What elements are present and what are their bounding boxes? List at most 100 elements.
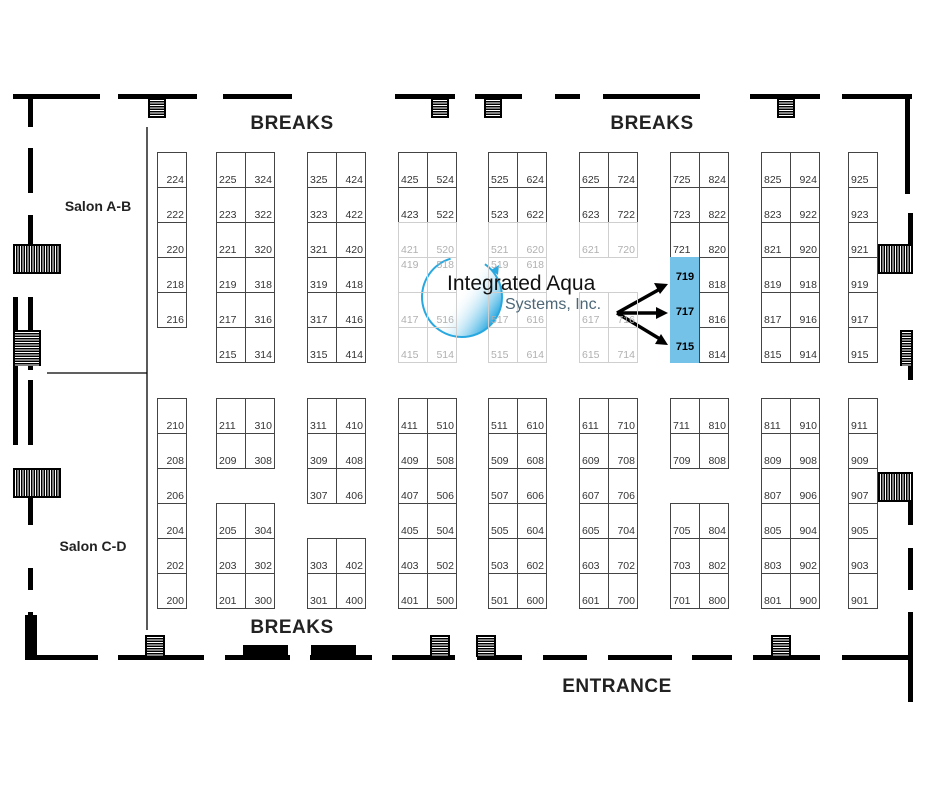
booth-800[interactable]: 800	[699, 573, 729, 609]
booth-211[interactable]: 211	[216, 398, 246, 434]
booth-910[interactable]: 910	[790, 398, 820, 434]
booth-911[interactable]: 911	[848, 398, 878, 434]
booth-705[interactable]: 705	[670, 503, 700, 539]
booth-706[interactable]: 706	[608, 468, 638, 504]
booth-809[interactable]: 809	[761, 433, 791, 469]
booth-725[interactable]: 725	[670, 152, 700, 188]
booth-818[interactable]: 818	[699, 257, 729, 293]
booth-923[interactable]: 923	[848, 187, 878, 223]
booth-510[interactable]: 510	[427, 398, 457, 434]
booth-820[interactable]: 820	[699, 222, 729, 258]
booth-924[interactable]: 924	[790, 152, 820, 188]
booth-400[interactable]: 400	[336, 573, 366, 609]
booth-610[interactable]: 610	[517, 398, 547, 434]
booth-723[interactable]: 723	[670, 187, 700, 223]
booth-815[interactable]: 815	[761, 327, 791, 363]
booth-210[interactable]: 210	[157, 398, 187, 434]
booth-615[interactable]: 615	[579, 327, 609, 363]
booth-524[interactable]: 524	[427, 152, 457, 188]
booth-500[interactable]: 500	[427, 573, 457, 609]
booth-302[interactable]: 302	[245, 538, 275, 574]
booth-415[interactable]: 415	[398, 327, 428, 363]
booth-220[interactable]: 220	[157, 222, 187, 258]
booth-724[interactable]: 724	[608, 152, 638, 188]
booth-906[interactable]: 906	[790, 468, 820, 504]
booth-310[interactable]: 310	[245, 398, 275, 434]
booth-320[interactable]: 320	[245, 222, 275, 258]
booth-603[interactable]: 603	[579, 538, 609, 574]
booth-416[interactable]: 416	[336, 292, 366, 328]
booth-902[interactable]: 902	[790, 538, 820, 574]
booth-709[interactable]: 709	[670, 433, 700, 469]
booth-423[interactable]: 423	[398, 187, 428, 223]
booth-414[interactable]: 414	[336, 327, 366, 363]
booth-722[interactable]: 722	[608, 187, 638, 223]
booth-824[interactable]: 824	[699, 152, 729, 188]
booth-903[interactable]: 903	[848, 538, 878, 574]
booth-907[interactable]: 907	[848, 468, 878, 504]
booth-811[interactable]: 811	[761, 398, 791, 434]
booth-525[interactable]: 525	[488, 152, 518, 188]
booth-314[interactable]: 314	[245, 327, 275, 363]
booth-825[interactable]: 825	[761, 152, 791, 188]
booth-823[interactable]: 823	[761, 187, 791, 223]
booth-200[interactable]: 200	[157, 573, 187, 609]
booth-304[interactable]: 304	[245, 503, 275, 539]
booth-805[interactable]: 805	[761, 503, 791, 539]
booth-822[interactable]: 822	[699, 187, 729, 223]
booth-808[interactable]: 808	[699, 433, 729, 469]
booth-901[interactable]: 901	[848, 573, 878, 609]
booth-520[interactable]: 520	[427, 222, 457, 258]
booth-802[interactable]: 802	[699, 538, 729, 574]
booth-403[interactable]: 403	[398, 538, 428, 574]
booth-325[interactable]: 325	[307, 152, 337, 188]
booth-309[interactable]: 309	[307, 433, 337, 469]
booth-317[interactable]: 317	[307, 292, 337, 328]
booth-804[interactable]: 804	[699, 503, 729, 539]
booth-322[interactable]: 322	[245, 187, 275, 223]
booth-300[interactable]: 300	[245, 573, 275, 609]
booth-608[interactable]: 608	[517, 433, 547, 469]
booth-507[interactable]: 507	[488, 468, 518, 504]
booth-303[interactable]: 303	[307, 538, 337, 574]
booth-225[interactable]: 225	[216, 152, 246, 188]
booth-523[interactable]: 523	[488, 187, 518, 223]
booth-301[interactable]: 301	[307, 573, 337, 609]
booth-922[interactable]: 922	[790, 187, 820, 223]
booth-605[interactable]: 605	[579, 503, 609, 539]
booth-425[interactable]: 425	[398, 152, 428, 188]
booth-701[interactable]: 701	[670, 573, 700, 609]
booth-717[interactable]: 717	[670, 292, 700, 328]
booth-716[interactable]: 716	[608, 292, 638, 328]
booth-501[interactable]: 501	[488, 573, 518, 609]
booth-918[interactable]: 918	[790, 257, 820, 293]
booth-919[interactable]: 919	[848, 257, 878, 293]
booth-704[interactable]: 704	[608, 503, 638, 539]
booth-407[interactable]: 407	[398, 468, 428, 504]
booth-408[interactable]: 408	[336, 433, 366, 469]
booth-504[interactable]: 504	[427, 503, 457, 539]
booth-702[interactable]: 702	[608, 538, 638, 574]
booth-621[interactable]: 621	[579, 222, 609, 258]
booth-810[interactable]: 810	[699, 398, 729, 434]
booth-622[interactable]: 622	[517, 187, 547, 223]
booth-417[interactable]: 417	[398, 292, 428, 328]
booth-319[interactable]: 319	[307, 257, 337, 293]
booth-509[interactable]: 509	[488, 433, 518, 469]
booth-410[interactable]: 410	[336, 398, 366, 434]
booth-925[interactable]: 925	[848, 152, 878, 188]
booth-721[interactable]: 721	[670, 222, 700, 258]
booth-916[interactable]: 916	[790, 292, 820, 328]
booth-514[interactable]: 514	[427, 327, 457, 363]
booth-223[interactable]: 223	[216, 187, 246, 223]
booth-311[interactable]: 311	[307, 398, 337, 434]
booth-503[interactable]: 503	[488, 538, 518, 574]
booth-205[interactable]: 205	[216, 503, 246, 539]
booth-914[interactable]: 914	[790, 327, 820, 363]
booth-904[interactable]: 904	[790, 503, 820, 539]
booth-602[interactable]: 602	[517, 538, 547, 574]
booth-710[interactable]: 710	[608, 398, 638, 434]
booth-224[interactable]: 224	[157, 152, 187, 188]
booth-405[interactable]: 405	[398, 503, 428, 539]
booth-700[interactable]: 700	[608, 573, 638, 609]
